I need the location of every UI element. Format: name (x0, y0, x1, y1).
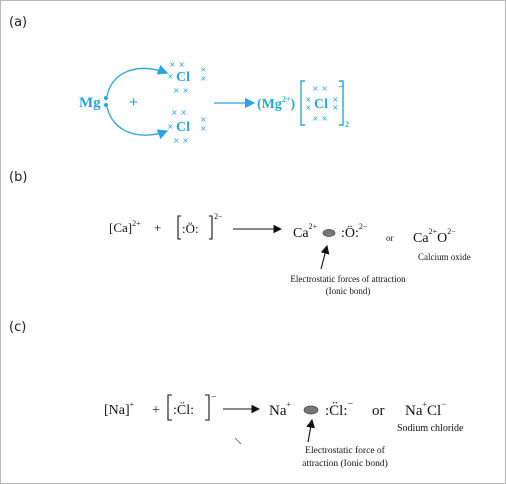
part-b-label: (b) (9, 170, 27, 185)
mg-electron-top (104, 96, 108, 100)
part-c-note-line2: attraction (Ionic bond) (302, 458, 387, 469)
part-b-note-line1: Electrostatic forces of attraction (290, 274, 406, 284)
svg-text:×: × (305, 95, 312, 104)
part-c-note-line1: Electrostatic force of (305, 445, 385, 456)
part-c-or: or (372, 403, 385, 419)
part-c-note-arrow (306, 418, 315, 443)
svg-text:× ×: × × (312, 114, 328, 123)
ionic-bond-symbol (322, 229, 336, 237)
svg-text:× ×: × × (169, 60, 185, 69)
cl-atom-bottom: × × × × × × × Cl (167, 108, 207, 145)
svg-text:×: × (200, 115, 207, 124)
ionic-bond-symbol-c (303, 405, 319, 415)
product-ca: Ca2+ (293, 222, 318, 241)
svg-text:−: − (211, 392, 217, 403)
cl-top-symbol: Cl (176, 70, 190, 85)
svg-text:×: × (200, 74, 207, 83)
part-a-label: (a) (9, 15, 27, 30)
svg-text:×: × (200, 124, 207, 133)
product-o: :Ö:2− (341, 222, 368, 241)
svg-text:×: × (200, 65, 207, 74)
svg-text:Cl: Cl (314, 97, 328, 112)
product-cl: :C̈l:− (325, 399, 354, 419)
electron-transfer-arrow-top (106, 64, 169, 97)
calcium-oxide-name: Calcium oxide (418, 252, 471, 262)
svg-text:×: × (332, 103, 339, 112)
svg-text::Ö:: :Ö: (182, 221, 199, 236)
product-subscript: 2 (345, 120, 349, 129)
calcium-oxide-formula: Ca2+O2− (413, 227, 456, 246)
svg-text:×: × (332, 95, 339, 104)
svg-text:× ×: × × (173, 136, 189, 145)
stray-mark (234, 437, 242, 445)
product-cl-bracket: × × − × × × × × × Cl 2 (300, 80, 349, 129)
svg-text:× ×: × × (312, 84, 328, 93)
svg-text:×: × (305, 103, 312, 112)
mg-electron-bottom (104, 103, 108, 107)
part-a-plus: + (129, 94, 138, 111)
ca-ion: [Ca]2+ (109, 219, 141, 235)
part-b-or: or (386, 233, 394, 243)
svg-text::C̈l:: :C̈l: (173, 401, 194, 418)
part-c-plus: + (152, 403, 160, 418)
svg-text:2−: 2− (214, 212, 223, 221)
cl-atom-top: × × × × × × × Cl (167, 60, 207, 95)
svg-text:× ×: × × (173, 86, 189, 95)
cl-ion-bracket: :C̈l: − (167, 392, 217, 421)
part-b-plus: + (154, 220, 161, 235)
part-b-note-arrow (320, 244, 330, 270)
svg-text:×: × (167, 72, 174, 81)
part-b-note-line2: (Ionic bond) (326, 286, 371, 296)
sodium-chloride-name: Sodium chloride (397, 423, 464, 434)
electron-transfer-arrow-bottom (106, 106, 169, 140)
svg-text:−: − (338, 82, 345, 91)
product-mg: (Mg2+) (257, 95, 295, 112)
o-ion-bracket: :Ö: 2− (177, 212, 223, 240)
svg-text:×: × (167, 122, 174, 131)
na-ion: [Na]+ (104, 400, 135, 418)
mg-symbol: Mg (79, 95, 101, 111)
svg-text:× ×: × × (171, 108, 187, 117)
sodium-chloride-formula: Na+Cl− (405, 399, 446, 419)
cl-bottom-symbol: Cl (176, 120, 190, 135)
part-c-label: (c) (9, 320, 26, 335)
product-na: Na+ (269, 400, 292, 419)
